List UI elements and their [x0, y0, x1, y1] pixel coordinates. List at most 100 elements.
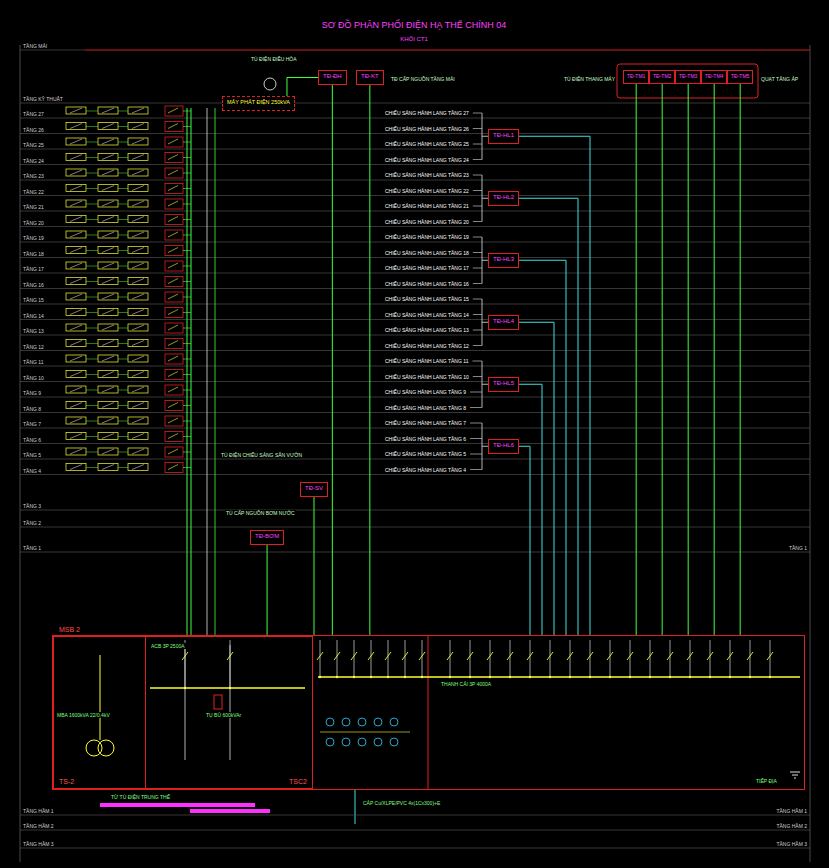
riser-cable	[187, 108, 188, 636]
breaker-lead	[510, 640, 511, 677]
breaker-symbol	[687, 652, 693, 660]
floor-line	[20, 304, 810, 305]
apartment-panel	[66, 107, 86, 114]
equipment-note: TIẾP ĐỊA	[755, 778, 778, 784]
floor-name: TẦNG 13	[22, 328, 45, 334]
apartment-panel	[66, 293, 86, 300]
ground-symbol	[792, 775, 798, 776]
floor-name: TẦNG 10	[22, 375, 45, 381]
circuit-leader	[473, 314, 482, 315]
feeder-line	[118, 328, 128, 329]
busbar-tap	[649, 676, 651, 678]
feeder-line	[86, 126, 98, 127]
panel-breaker	[132, 186, 144, 191]
breaker-symbol	[727, 652, 733, 660]
feeder-line	[118, 312, 128, 313]
meter-symbol	[342, 738, 350, 746]
panel-breaker	[70, 387, 82, 392]
busbar-tap	[370, 676, 372, 678]
feeder-cable	[332, 85, 333, 635]
feeder-cable	[519, 384, 542, 635]
breaker-symbol	[368, 652, 374, 660]
panel-breaker	[102, 310, 114, 315]
feeder-line	[86, 359, 98, 360]
apartment-panel	[66, 123, 86, 130]
distribution-board: TĐ-KT	[356, 70, 384, 85]
panel-breaker	[70, 449, 82, 454]
panel-breaker	[132, 248, 144, 253]
panel-breaker	[132, 263, 144, 268]
floor-line	[20, 195, 810, 196]
feeder-line	[118, 250, 128, 251]
feeder-line	[86, 266, 98, 267]
panel-breaker	[102, 325, 114, 330]
breaker-symbol	[587, 652, 593, 660]
apartment-panel	[66, 371, 86, 378]
panel-breaker	[168, 465, 178, 470]
apartment-panel	[98, 402, 118, 409]
floor-name: TẦNG 15	[22, 297, 45, 303]
floor-line	[20, 226, 810, 227]
panel-name: TS-2	[57, 778, 76, 786]
apartment-panel	[128, 464, 148, 471]
panel-breaker	[102, 217, 114, 222]
feeder-cable	[636, 84, 637, 635]
feeder-cable	[267, 545, 268, 635]
circuit-name: CHIẾU SÁNG HÀNH LANG TẦNG 12	[384, 343, 470, 349]
panel-breaker	[70, 434, 82, 439]
floor-line	[20, 319, 810, 320]
apartment-panel	[128, 324, 148, 331]
panel-breaker	[132, 279, 144, 284]
busbar	[318, 676, 800, 678]
panel-breaker	[70, 170, 82, 175]
breaker-lead	[388, 640, 389, 677]
feeder-line	[86, 467, 98, 468]
busbar-tap	[729, 676, 731, 678]
panel-breaker	[102, 186, 114, 191]
floor-line	[20, 149, 810, 150]
circuit-leader	[473, 190, 482, 191]
panel-name: MSB 2	[57, 626, 82, 634]
floor-meter-box	[165, 215, 183, 225]
panel-name: TSC2	[287, 778, 309, 786]
floor-name: TẦNG 18	[22, 251, 45, 257]
apartment-panel	[66, 417, 86, 424]
panel-breaker	[70, 186, 82, 191]
feeder-cable	[314, 497, 315, 635]
panel-name: TĐ-TM1	[627, 73, 645, 79]
meter-symbol	[390, 738, 398, 746]
panel-name: TĐ-SV	[305, 485, 323, 492]
apartment-panel	[66, 448, 86, 455]
panel-breaker	[132, 449, 144, 454]
floor-meter-box	[165, 401, 183, 411]
busbar-tap	[709, 676, 711, 678]
panel-name: TĐ-HL6	[493, 442, 514, 449]
circuit-leader	[473, 113, 482, 114]
panel-breaker	[102, 372, 114, 377]
apartment-panel	[98, 324, 118, 331]
circuit-name: CHIẾU SÁNG HÀNH LANG TẦNG 7	[384, 420, 467, 426]
panel-breaker	[168, 325, 178, 330]
equipment-note: THANH CÁI 3P 4000A	[440, 681, 492, 687]
apartment-panel	[128, 417, 148, 424]
meter-symbol	[358, 718, 366, 726]
block-name: KHỐI CT1	[398, 35, 430, 43]
panel-breaker	[102, 155, 114, 160]
panel-breaker	[168, 279, 178, 284]
apartment-panel	[66, 185, 86, 192]
floor-meter-box	[165, 432, 183, 442]
panel-name: MÁY PHÁT ĐIỆN 250kVA	[227, 99, 290, 106]
panel-breaker	[70, 356, 82, 361]
apartment-panel	[128, 402, 148, 409]
apartment-panel	[66, 309, 86, 316]
floor-line	[20, 180, 810, 181]
busbar-tap	[609, 676, 611, 678]
apartment-panel	[128, 293, 148, 300]
breaker-lead	[405, 640, 406, 677]
feeder-line	[86, 157, 98, 158]
panel-breaker	[168, 170, 178, 175]
floor-meter-box	[165, 354, 183, 364]
annotation: TỦ ĐIỆN THANG MÁY	[563, 76, 616, 82]
apartment-panel	[98, 355, 118, 362]
floor-name: TẦNG 23	[22, 173, 45, 179]
